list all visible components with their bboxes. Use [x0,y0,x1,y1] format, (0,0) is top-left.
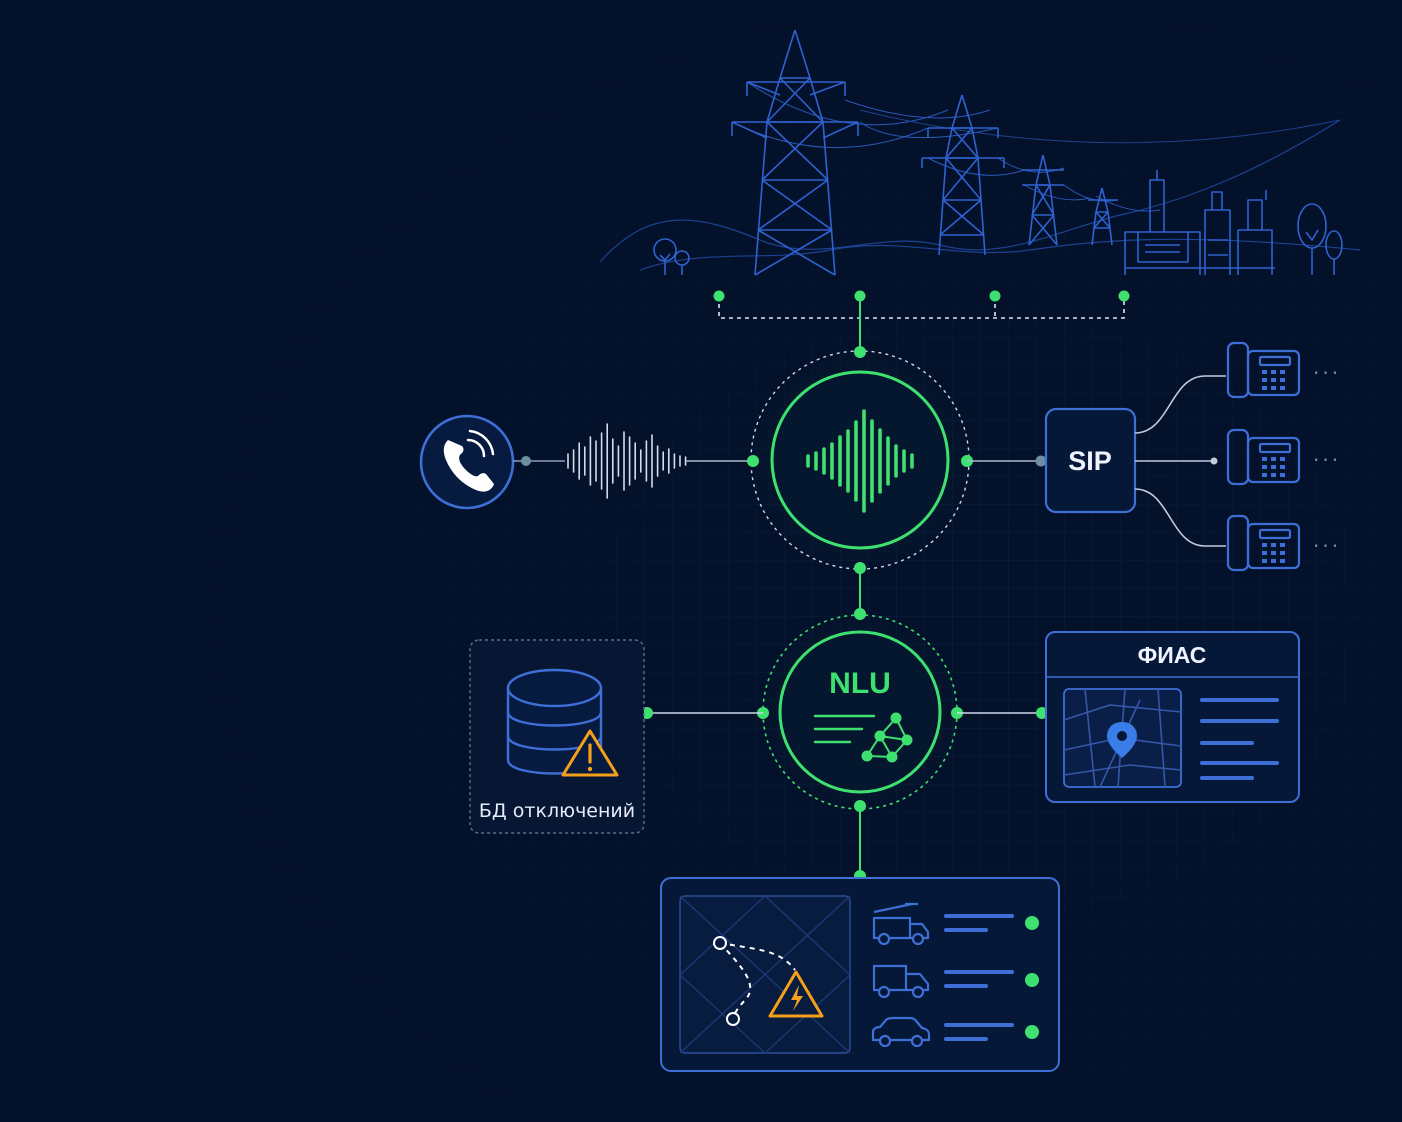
sensor-dot [989,290,1001,302]
address-lines [1200,698,1279,780]
tree-icon [1297,203,1343,275]
sound-wave-icon [567,423,687,499]
text-lines-icon [813,714,876,744]
route-map [679,895,851,1054]
status-dot [1025,973,1039,987]
connector-dot [747,455,759,467]
sip-label: SIP [1068,446,1112,476]
status-dot [1025,916,1039,930]
sensor-bus [713,290,1130,352]
sound-wave-icon [806,409,914,513]
desk-phone [1226,341,1301,399]
nlu-label: NLU [829,667,891,700]
nlu-node: NLU [757,612,963,812]
phone-ellipsis: ··· [1313,534,1341,558]
fias-label: ФИАС [1138,642,1207,668]
delivery-truck-icon [872,964,930,999]
status-dot [1025,1025,1039,1039]
power-tower-icon [731,29,859,276]
vehicle-row [871,902,1014,1048]
desk-phone [1226,514,1301,572]
lightning-warning-icon [768,970,824,1018]
substation-icon [1124,170,1275,275]
phone-ellipsis: ··· [1313,448,1341,472]
sensor-dot [713,290,725,302]
caller-phone-button[interactable] [419,414,515,510]
graph-network-icon [861,712,913,763]
sip-trunks [1134,375,1226,547]
sensor-dot [854,290,866,302]
fias-node: ФИАС [1045,631,1300,803]
connector-dot [854,346,866,358]
sip-node: SIP [1044,407,1137,514]
power-tower-icon [921,94,1005,256]
phone-ellipsis: ··· [1313,361,1341,385]
sensor-dot [1118,290,1130,302]
outage-database-node: БД отключений [469,639,645,834]
power-tower-icon [1022,154,1064,246]
power-tower-icon [1088,187,1118,246]
outage-db-label: БД отключений [479,800,635,822]
map-pin-icon [1107,722,1137,758]
speech-recognition-node [747,346,973,574]
tree-icon [653,238,690,275]
warning-icon [561,729,619,777]
phone-handset-icon [443,429,495,492]
desk-phone [1226,428,1301,486]
power-grid-landscape [599,29,1370,276]
crane-truck-icon [872,902,930,946]
dispatch-panel [660,877,1060,1072]
car-icon [871,1016,931,1048]
